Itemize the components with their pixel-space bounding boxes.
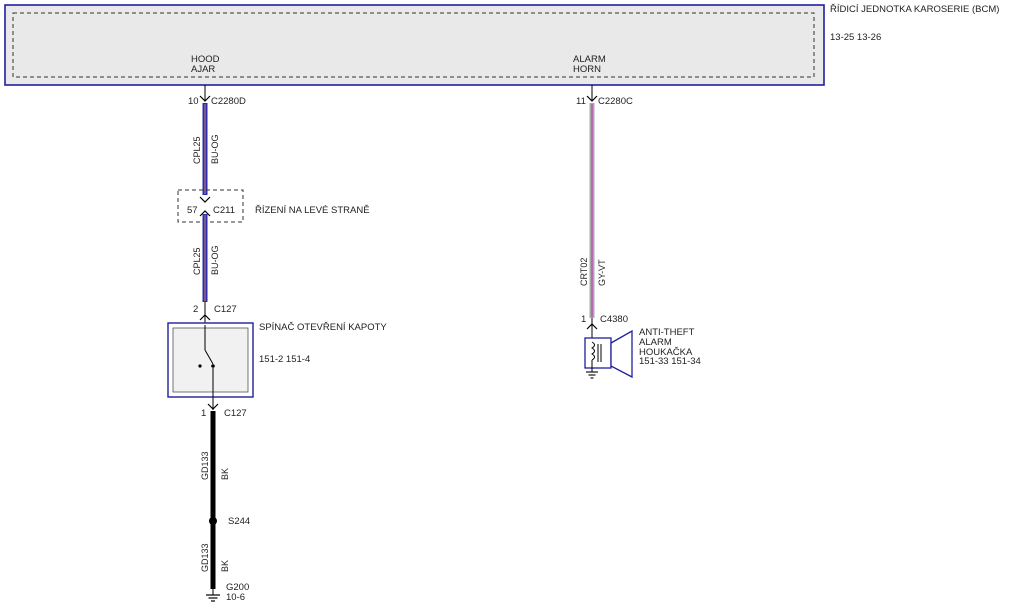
horn-name-line1: ANTI-THEFT <box>639 327 695 338</box>
horn-name-line2: ALARM <box>639 337 672 348</box>
connector-c127-top-label: C127 <box>214 304 237 315</box>
horn-wire-color-label: GY-VT <box>597 259 607 286</box>
hood-circuit: 10 C2280D CPL25 BU-OG 57 C211 ŘÍZENÍ NA … <box>167 85 387 603</box>
horn-refs: 151-33 151-34 <box>639 356 701 367</box>
bcm-module-title: ŘÍDICÍ JEDNOTKA KAROSERIE (BCM) <box>830 4 999 15</box>
bcm-module-internal-boundary <box>12 12 815 78</box>
wire-gd133-segment-1 <box>210 411 216 519</box>
connector-c2280d-pin: 10 <box>188 96 199 107</box>
connector-c2280d-label: C2280D <box>211 96 246 107</box>
ground-g200-label: G200 <box>226 582 249 593</box>
wire2-color-label: BU-OG <box>210 245 220 275</box>
switch-contact-arm <box>204 349 214 365</box>
wire3-circuit-label: GD133 <box>200 451 210 480</box>
splice-s244-label: S244 <box>228 516 250 527</box>
ground-g200-ref: 10-6 <box>226 592 245 603</box>
connector-c4380-label: C4380 <box>600 314 628 325</box>
wire3-color-label: BK <box>220 468 230 480</box>
pin-label-hood-ajar-2: AJAR <box>191 64 215 75</box>
connector-c211-symbol-top <box>199 196 211 203</box>
bcm-module-refs: 13-25 13-26 <box>830 32 881 43</box>
horn-wire-circuit-label: CRT02 <box>579 258 589 286</box>
wire4-color-label: BK <box>220 560 230 572</box>
wire-gd133-segment-2 <box>210 523 216 589</box>
connector-c127-top-pin: 2 <box>193 304 198 315</box>
connector-c2280c-symbol <box>586 95 598 102</box>
connector-c4380-pin: 1 <box>581 314 586 325</box>
switch-pivot-dot <box>211 364 215 368</box>
ground-icon <box>206 594 220 602</box>
wire2-circuit-label: CPL25 <box>192 247 202 275</box>
connector-c211-pin: 57 <box>187 205 198 216</box>
wire1-color-label: BU-OG <box>210 134 220 164</box>
connector-c211-symbol-bottom <box>199 210 211 217</box>
pin-label-hood-ajar-1: HOOD <box>191 54 220 65</box>
hood-switch-name: SPÍNAČ OTEVŘENÍ KAPOTY <box>259 322 387 333</box>
pin-label-alarm-horn-1: ALARM <box>573 54 606 65</box>
horn-circuit: 11 C2280C CRT02 GY-VT 1 C4380 ANTI-THEFT… <box>576 85 701 379</box>
connector-c2280c-pin: 11 <box>576 96 586 107</box>
alarm-horn-icon <box>584 329 633 379</box>
bcm-module: ŘÍDICÍ JEDNOTKA KAROSERIE (BCM) 13-25 13… <box>4 4 999 86</box>
inline-connector-c211-box <box>177 189 244 223</box>
connector-c127-bottom-pin: 1 <box>201 408 206 419</box>
bcm-module-box <box>4 4 825 86</box>
connector-c211-note: ŘÍZENÍ NA LEVÉ STRANĚ <box>255 205 370 216</box>
pin-label-alarm-horn-2: HORN <box>573 64 601 75</box>
switch-contact-dot <box>198 364 202 368</box>
wire1-circuit-label: CPL25 <box>192 136 202 164</box>
connector-c2280c-label: C2280C <box>598 96 633 107</box>
horn-name-line3: HOUKAČKA <box>639 347 693 358</box>
connector-c2280d-symbol <box>199 95 211 102</box>
wire4-circuit-label: GD133 <box>200 543 210 572</box>
connector-c127-bottom-symbol <box>207 403 219 410</box>
hood-switch-refs: 151-2 151-4 <box>259 354 310 365</box>
connector-c211-label: C211 <box>213 205 235 216</box>
connector-c127-bottom-label: C127 <box>224 408 247 419</box>
